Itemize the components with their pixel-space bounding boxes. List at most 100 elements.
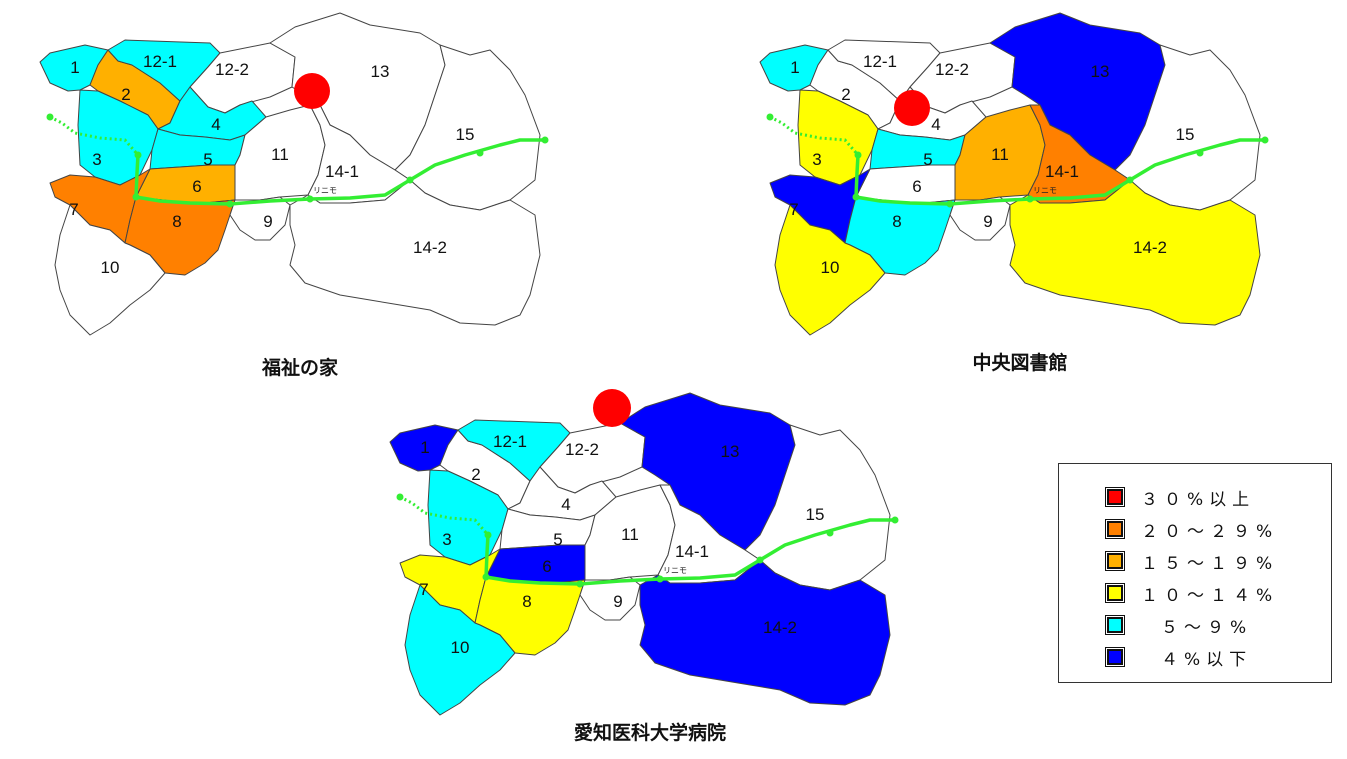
district-9 [229, 196, 291, 241]
district-label: 12-1 [493, 432, 527, 451]
district-label: 7 [789, 200, 798, 219]
facility-marker [894, 90, 930, 126]
district-label: 13 [371, 62, 390, 81]
district-10 [54, 204, 166, 336]
legend-item: ５～９% [1105, 614, 1253, 638]
district-6 [135, 164, 236, 204]
district-label: 3 [442, 530, 451, 549]
district-map-fukushi-no-ie: 1 2 12-1 12-2 13 15 3 4 5 11 14-1 6 7 8 9 14-2 10 リニモ 福祉の… [39, 5, 560, 379]
railway-station [482, 573, 490, 581]
district-label: 7 [419, 580, 428, 599]
railway-station [1026, 195, 1034, 203]
railway-line-dotted [769, 115, 860, 156]
district-14-2 [289, 179, 541, 326]
railway-label: リニモ [663, 566, 687, 575]
railway-station [656, 575, 664, 583]
district-label: 10 [101, 258, 120, 277]
district-label: 8 [522, 592, 531, 611]
legend-swatch [1105, 487, 1125, 507]
district-label: 8 [892, 212, 901, 231]
district-label: 4 [561, 495, 570, 514]
legend-label: ５～９% [1161, 617, 1253, 638]
district-label: 12-1 [863, 52, 897, 71]
district-label: 3 [812, 150, 821, 169]
district-label: 14-1 [675, 542, 709, 561]
district-label: 14-1 [325, 162, 359, 181]
district-label: 2 [121, 85, 130, 104]
district-label: 2 [841, 85, 850, 104]
railway-station [226, 200, 234, 208]
railway-station [756, 556, 764, 564]
district-label: 11 [271, 145, 289, 164]
district-label: 15 [806, 505, 825, 524]
district-label: 9 [983, 212, 992, 231]
railway-station [484, 531, 492, 539]
district-label: 3 [92, 150, 101, 169]
railway-station [1261, 136, 1269, 144]
railway-line [854, 138, 1265, 206]
legend-label: ４%以下 [1161, 649, 1253, 670]
railway-label: リニモ [313, 186, 337, 195]
legend-swatch [1105, 647, 1125, 667]
railway-station [306, 195, 314, 203]
district-label: 14-1 [1045, 162, 1079, 181]
district-label: 5 [203, 150, 212, 169]
district-6 [485, 544, 586, 584]
district-label: 1 [790, 58, 799, 77]
district-label: 15 [456, 125, 475, 144]
facility-marker [294, 73, 330, 109]
railway-line-dotted [49, 115, 140, 156]
district-label: 4 [931, 115, 940, 134]
legend-item: ３０%以上 [1105, 486, 1256, 510]
legend-swatch [1105, 519, 1125, 539]
railway-station [854, 151, 862, 159]
legend-item: ４%以下 [1105, 646, 1253, 670]
district-label: 12-2 [565, 440, 599, 459]
legend-item: １５～１９% [1105, 550, 1279, 574]
district-label: 9 [613, 592, 622, 611]
railway-station [576, 580, 584, 588]
district-label: 10 [821, 258, 840, 277]
railway-station [946, 200, 954, 208]
district-label: 12-2 [215, 60, 249, 79]
map-caption: 愛知医科大学病院 [573, 722, 726, 744]
railway-station [852, 193, 860, 201]
district-6 [855, 164, 956, 204]
district-label: 14-2 [763, 618, 797, 637]
district-label: 9 [263, 212, 272, 231]
district-14-2 [1009, 179, 1261, 326]
legend-label: １５～１９% [1141, 553, 1279, 574]
district-10 [404, 584, 516, 716]
district-9 [579, 576, 641, 621]
district-label: 6 [912, 177, 921, 196]
district-label: 1 [420, 438, 429, 457]
district-label: 6 [192, 177, 201, 196]
map-caption: 福祉の家 [261, 357, 338, 379]
legend-label: １０～１４% [1141, 585, 1279, 606]
district-14-2 [639, 559, 891, 706]
railway-station [541, 136, 549, 144]
legend-swatch [1105, 551, 1125, 571]
railway-station [1196, 149, 1204, 157]
railway-line [484, 518, 895, 586]
railway-station [826, 529, 834, 537]
district-label: 8 [172, 212, 181, 231]
railway-label: リニモ [1033, 186, 1057, 195]
legend-label: ３０%以上 [1141, 489, 1256, 510]
district-label: 1 [70, 58, 79, 77]
railway-line-dotted [399, 495, 490, 536]
facility-marker [593, 389, 631, 427]
district-label: 14-2 [413, 238, 447, 257]
district-label: 12-1 [143, 52, 177, 71]
legend-swatch [1105, 583, 1125, 603]
district-label: 2 [471, 465, 480, 484]
railway-station [406, 176, 414, 184]
railway-station [891, 516, 899, 524]
map-svg: 1 2 12-1 12-2 13 15 3 4 5 11 14-1 6 7 8 9 14-2 10 リニモ [39, 12, 549, 336]
district-label: 4 [211, 115, 220, 134]
district-label: 7 [69, 200, 78, 219]
railway-station [766, 113, 774, 121]
